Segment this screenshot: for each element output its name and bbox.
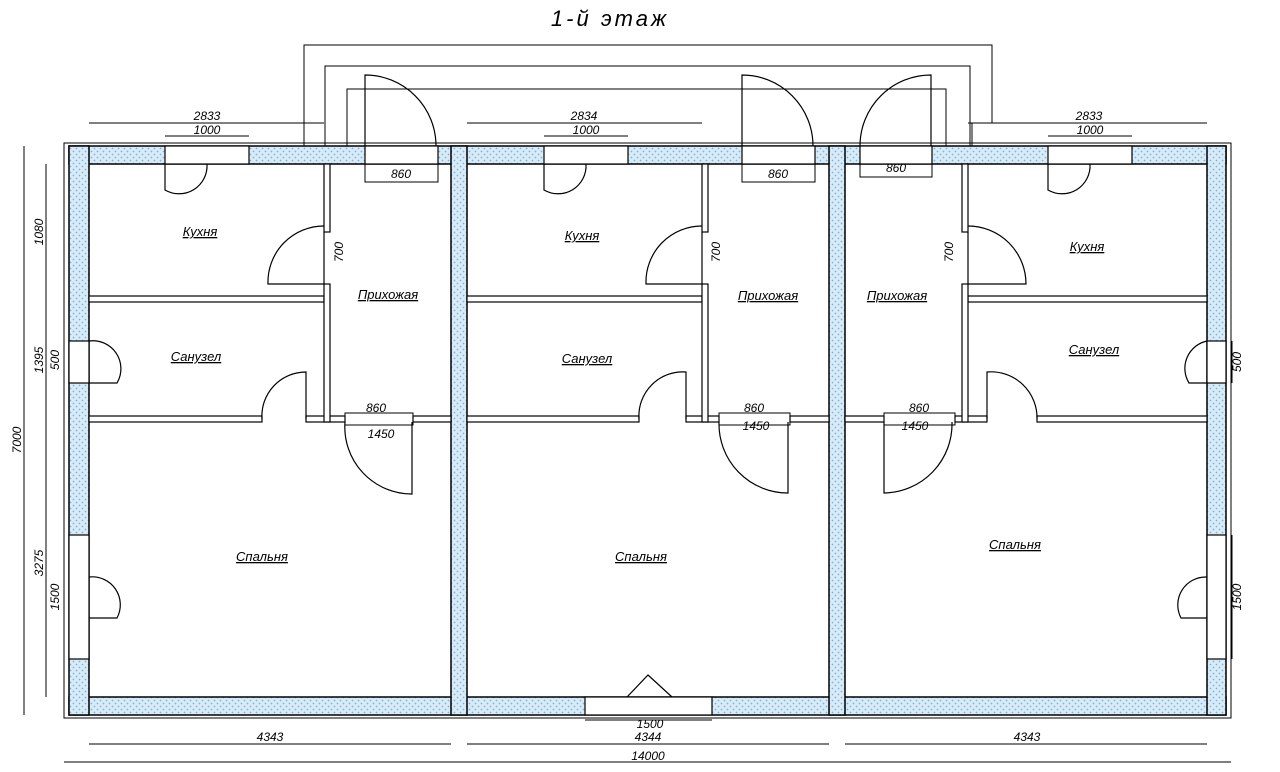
- bath-doors: [261, 371, 1038, 420]
- room-bedroom-1: Спальня: [236, 549, 288, 564]
- porch-outline: [303, 44, 993, 148]
- dim-right-1500: 1500: [1230, 583, 1244, 610]
- dim-top-right-window: 1000: [1077, 123, 1104, 137]
- dim-bottom-total: 14000: [631, 749, 665, 763]
- dim-left-1080: 1080: [32, 218, 46, 245]
- dim-top-left-span: 2833: [193, 109, 221, 123]
- room-bath-1: Санузел: [171, 349, 222, 364]
- top-windows: [164, 145, 1133, 195]
- room-hall-1: Прихожая: [358, 287, 418, 302]
- dim-left-500: 500: [48, 350, 62, 370]
- dim-opening-2: 1450: [743, 419, 770, 433]
- dim-right-500: 500: [1230, 352, 1244, 372]
- dim-bath-door-1: 860: [366, 401, 386, 415]
- dim-inner-door-3: 700: [942, 242, 956, 262]
- dim-entry-2: 860: [768, 167, 788, 181]
- room-bedroom-2: Спальня: [615, 549, 667, 564]
- floor-title: 1-й этаж: [551, 6, 669, 31]
- dim-left-3275: 3275: [32, 549, 46, 576]
- dim-top-mid-window: 1000: [573, 123, 600, 137]
- dim-left-1500: 1500: [48, 583, 62, 610]
- dim-top-right-span: 2833: [1075, 109, 1103, 123]
- outer-walls: [63, 142, 1232, 719]
- dim-left-1395: 1395: [32, 346, 46, 373]
- dim-inner-door-1: 700: [332, 242, 346, 262]
- dim-inner-door-2: 700: [709, 242, 723, 262]
- room-bath-2: Санузел: [562, 351, 613, 366]
- dim-top-left-window: 1000: [194, 123, 221, 137]
- dim-top-mid-span: 2834: [570, 109, 598, 123]
- dim-bottom-mid: 4344: [635, 730, 662, 744]
- party-walls: [450, 145, 846, 716]
- dim-bottom-window: 1500: [637, 717, 664, 731]
- room-kitchen-1: Кухня: [183, 224, 218, 239]
- room-labels: Кухня Кухня Кухня Прихожая Прихожая Прих…: [171, 224, 1120, 564]
- bedroom-doors: [344, 412, 956, 495]
- entry-doors: [364, 74, 933, 183]
- room-bedroom-3: Спальня: [989, 537, 1041, 552]
- kitchen-doors: [267, 225, 1027, 285]
- partitions-unit-1: [88, 163, 452, 423]
- room-bath-3: Санузел: [1069, 342, 1120, 357]
- side-windows: [68, 340, 1227, 716]
- dim-opening-3: 1450: [902, 419, 929, 433]
- dimension-lines: [23, 122, 1233, 763]
- room-hall-3: Прихожая: [867, 288, 927, 303]
- room-kitchen-2: Кухня: [565, 228, 600, 243]
- dim-bottom-right: 4343: [1014, 730, 1041, 744]
- dim-opening-1: 1450: [368, 427, 395, 441]
- room-kitchen-3: Кухня: [1070, 239, 1105, 254]
- dim-entry-3: 860: [886, 161, 906, 175]
- room-hall-2: Прихожая: [738, 288, 798, 303]
- dim-left-7000: 7000: [10, 426, 24, 453]
- dim-bath-door-2: 860: [744, 401, 764, 415]
- dim-bath-door-3: 860: [909, 401, 929, 415]
- dim-bottom-left: 4343: [257, 730, 284, 744]
- dim-entry-1: 860: [391, 167, 411, 181]
